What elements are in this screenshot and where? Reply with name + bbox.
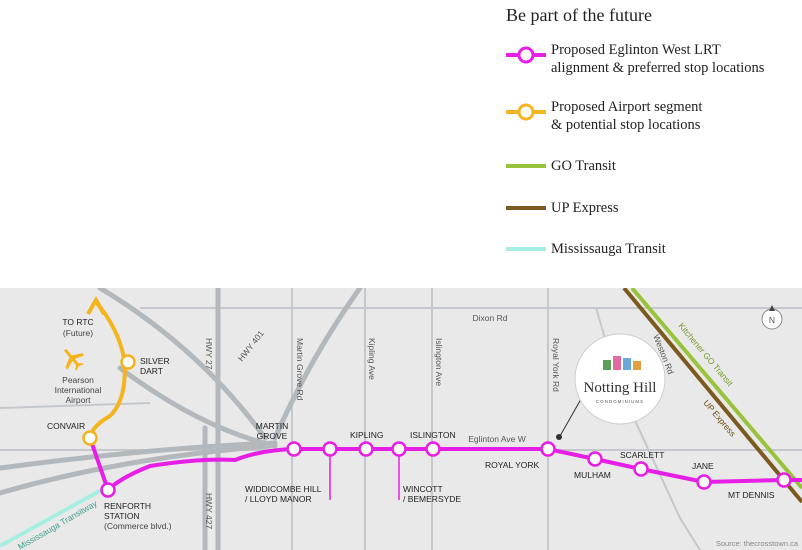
label-hwy-27: HWY 27: [204, 338, 214, 370]
legend-title: Be part of the future: [506, 5, 652, 25]
legend-label-go: GO Transit: [551, 158, 616, 174]
airport-line-icon: [506, 103, 546, 121]
stations: [82, 354, 792, 498]
legend-airport-line2: & potential stop locations: [551, 117, 701, 133]
airport-arrow-icon: [86, 295, 106, 315]
legend-lrt-line2: alignment & preferred stop locations: [551, 60, 765, 76]
hwy-401-ramp: [117, 365, 278, 449]
legend-label-airport: Proposed Airport segment & potential sto…: [551, 98, 801, 134]
label-wincott-1: WINCOTT: [403, 484, 443, 494]
label-mulham: MULHAM: [574, 470, 611, 480]
map-canvas: N Notting Hill CONDOMINIUMS Dixon Rd Egl…: [0, 288, 802, 550]
highways: [0, 288, 363, 550]
road-airport-connector: [0, 402, 151, 409]
label-islington-ave: Islington Ave: [434, 338, 444, 386]
north-arrow-icon: N: [761, 305, 783, 330]
label-martin-grove-rd: Martin Grove Rd: [295, 338, 305, 401]
go-line-icon: [506, 164, 546, 168]
station-convair: [82, 430, 98, 446]
label-silver-2: DART: [140, 366, 163, 376]
up-express-line: [622, 288, 802, 504]
label-martin-1: MARTIN: [256, 421, 288, 431]
label-to-rtc-sub: (Future): [63, 328, 93, 338]
label-widdicombe-2: / LLOYD MANOR: [245, 494, 312, 504]
station-royal-york: [540, 441, 556, 457]
station-islington: [425, 441, 441, 457]
hwy-401-west-2: [0, 443, 273, 496]
legend-airport-line1: Proposed Airport segment: [551, 99, 703, 115]
label-kitchener-go: Kitchener GO Transit: [676, 321, 735, 389]
label-airport-1: Pearson: [62, 375, 94, 385]
label-royal-york-rd: Royal York Rd: [551, 338, 561, 392]
label-kipling-ave: Kipling Ave: [367, 338, 377, 380]
legend-label-up: UP Express: [551, 200, 619, 216]
up-line-icon: [506, 206, 546, 210]
station-kipling: [358, 441, 374, 457]
label-jane: JANE: [692, 461, 714, 471]
label-dixon: Dixon Rd: [473, 313, 508, 323]
label-islington: ISLINGTON: [410, 430, 456, 440]
go-transit-line: [630, 288, 802, 490]
station-silver-dart: [120, 354, 136, 370]
airplane-icon: [64, 349, 85, 371]
notting-hill-logo: Notting Hill CONDOMINIUMS: [574, 333, 666, 425]
label-royal-york: ROYAL YORK: [485, 460, 539, 470]
lrt-line-icon: [506, 46, 546, 64]
label-renforth-1: RENFORTH: [104, 501, 151, 511]
label-renforth-2: STATION: [104, 511, 140, 521]
label-hwy-427: HWY 427: [204, 493, 214, 529]
label-airport-2: International: [55, 385, 102, 395]
north-label: N: [769, 315, 775, 325]
station-widdicombe: [322, 441, 338, 457]
station-jane: [696, 474, 712, 490]
label-renforth-3: (Commerce blvd.): [104, 521, 172, 531]
station-martin-grove: [286, 441, 302, 457]
miway-line-icon: [506, 247, 546, 251]
station-wincott: [391, 441, 407, 457]
station-renforth: [100, 482, 116, 498]
legend-item-miway: Mississauga Transit: [506, 240, 802, 280]
legend-label-miway: Mississauga Transit: [551, 241, 666, 257]
mississauga-transitway: [0, 486, 106, 548]
station-mt-dennis: [776, 472, 792, 488]
label-to-rtc: TO RTC: [62, 317, 93, 327]
transit-map: N Notting Hill CONDOMINIUMS Dixon Rd Egl…: [0, 288, 802, 550]
station-scarlett: [633, 461, 649, 477]
legend-item-go: GO Transit: [506, 157, 802, 197]
label-eglinton: Eglinton Ave W: [468, 434, 526, 444]
hwy-409: [97, 288, 268, 441]
label-widdicombe-1: WIDDICOMBE HILL: [245, 484, 322, 494]
brand-name: Notting Hill: [584, 380, 657, 396]
label-wincott-2: / BEMERSYDE: [403, 494, 461, 504]
logo-pin: [556, 434, 562, 440]
airport-segment-line: [88, 300, 127, 439]
label-silver-1: SILVER: [140, 356, 170, 366]
label-scarlett: SCARLETT: [620, 450, 664, 460]
label-transitway: Mississauga Transitway: [16, 498, 99, 550]
legend-label-lrt: Proposed Eglinton West LRT alignment & p…: [551, 41, 801, 77]
label-mt-dennis: MT DENNIS: [728, 490, 775, 500]
label-martin-2: GROVE: [257, 431, 288, 441]
station-mulham: [587, 451, 603, 467]
label-hwy-401: HWY 401: [236, 328, 266, 363]
source-credit: Source: thecrosstown.ca: [716, 539, 799, 548]
hwy-401-west: [0, 440, 278, 471]
hwy-401-northeast: [272, 288, 363, 441]
legend-item-up: UP Express: [506, 199, 802, 239]
label-kipling: KIPLING: [350, 430, 384, 440]
map-legend: Be part of the future Proposed Eglinton …: [506, 5, 802, 280]
legend-lrt-line1: Proposed Eglinton West LRT: [551, 42, 721, 58]
brand-sub: CONDOMINIUMS: [596, 399, 644, 404]
legend-item-lrt: Proposed Eglinton West LRT alignment & p…: [506, 41, 802, 81]
label-airport-3: Airport: [65, 395, 91, 405]
legend-item-airport: Proposed Airport segment & potential sto…: [506, 98, 802, 138]
label-convair: CONVAIR: [47, 421, 85, 431]
